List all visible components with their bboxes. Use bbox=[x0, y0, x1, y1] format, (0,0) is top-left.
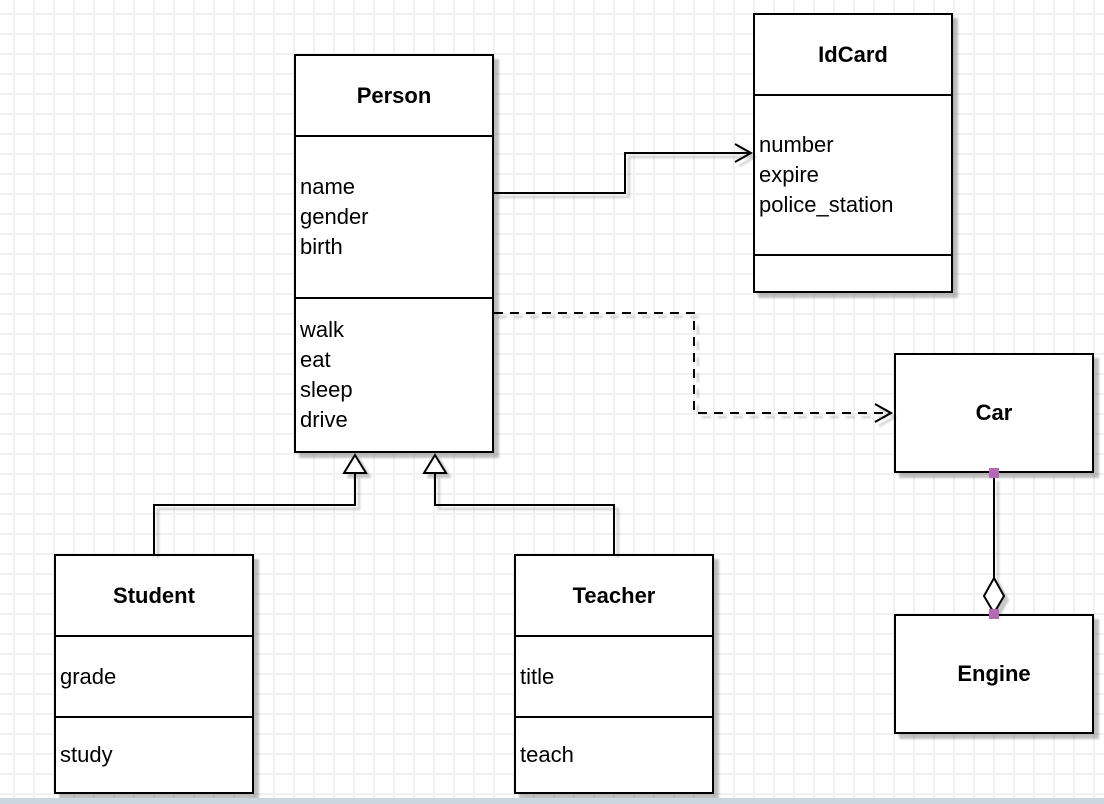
attribute-row: number bbox=[759, 132, 834, 157]
attributes-section-teacher: title bbox=[516, 637, 712, 718]
methods-section-person: walk eat sleep drive bbox=[296, 299, 492, 451]
methods-section-teacher: teach bbox=[516, 718, 712, 792]
class-title-engine: Engine bbox=[957, 661, 1031, 686]
connector-line[interactable] bbox=[153, 473, 356, 554]
method-row: walk bbox=[300, 317, 345, 342]
attributes-section-person: name gender birth bbox=[296, 137, 492, 299]
class-box-car[interactable]: Car bbox=[894, 353, 1094, 473]
class-title-student: Student bbox=[56, 556, 252, 637]
attribute-row: grade bbox=[60, 663, 117, 689]
dependency-person-car[interactable] bbox=[494, 312, 894, 423]
hollow-triangle-arrowhead-icon bbox=[342, 453, 368, 474]
class-box-teacher[interactable]: Teacher title teach bbox=[514, 554, 714, 794]
method-row: eat bbox=[300, 347, 331, 372]
class-box-engine[interactable]: Engine bbox=[894, 614, 1094, 734]
class-title-teacher: Teacher bbox=[516, 556, 712, 637]
attribute-row: birth bbox=[300, 234, 343, 259]
class-title-idcard: IdCard bbox=[755, 15, 951, 96]
attributes-section-idcard: number expire police_station bbox=[755, 96, 951, 256]
attribute-row: title bbox=[520, 663, 555, 689]
generalization-teacher-person[interactable] bbox=[422, 453, 615, 554]
method-row: study bbox=[60, 742, 113, 767]
connector-line[interactable] bbox=[434, 473, 615, 554]
class-box-student[interactable]: Student grade study bbox=[54, 554, 254, 794]
attribute-row: police_station bbox=[759, 192, 894, 217]
hollow-diamond-icon bbox=[982, 575, 1006, 615]
hollow-triangle-arrowhead-icon bbox=[422, 453, 448, 474]
class-title-car: Car bbox=[975, 400, 1013, 425]
method-row: drive bbox=[300, 407, 348, 432]
generalization-student-person[interactable] bbox=[153, 453, 368, 554]
methods-section-student: study bbox=[56, 718, 252, 792]
connector-line[interactable] bbox=[494, 152, 750, 194]
methods-section-idcard-empty bbox=[755, 256, 951, 291]
method-row: teach bbox=[520, 742, 574, 767]
class-box-person[interactable]: Person name gender birth walk eat sleep … bbox=[294, 54, 494, 453]
method-row: sleep bbox=[300, 377, 353, 402]
open-arrowhead-icon bbox=[874, 403, 894, 423]
attribute-row: expire bbox=[759, 162, 819, 187]
attribute-row: gender bbox=[300, 204, 369, 229]
open-arrowhead-icon bbox=[734, 143, 754, 163]
aggregation-car-engine[interactable] bbox=[982, 477, 1006, 615]
class-title-person: Person bbox=[296, 56, 492, 137]
class-box-idcard[interactable]: IdCard number expire police_station bbox=[753, 13, 953, 293]
attribute-row: name bbox=[300, 174, 356, 199]
attributes-section-student: grade bbox=[56, 637, 252, 718]
connector-line[interactable] bbox=[494, 312, 888, 414]
bottom-edge-bar bbox=[0, 798, 1104, 804]
endpoint-handles bbox=[989, 468, 999, 619]
association-person-idcard[interactable] bbox=[494, 143, 754, 194]
